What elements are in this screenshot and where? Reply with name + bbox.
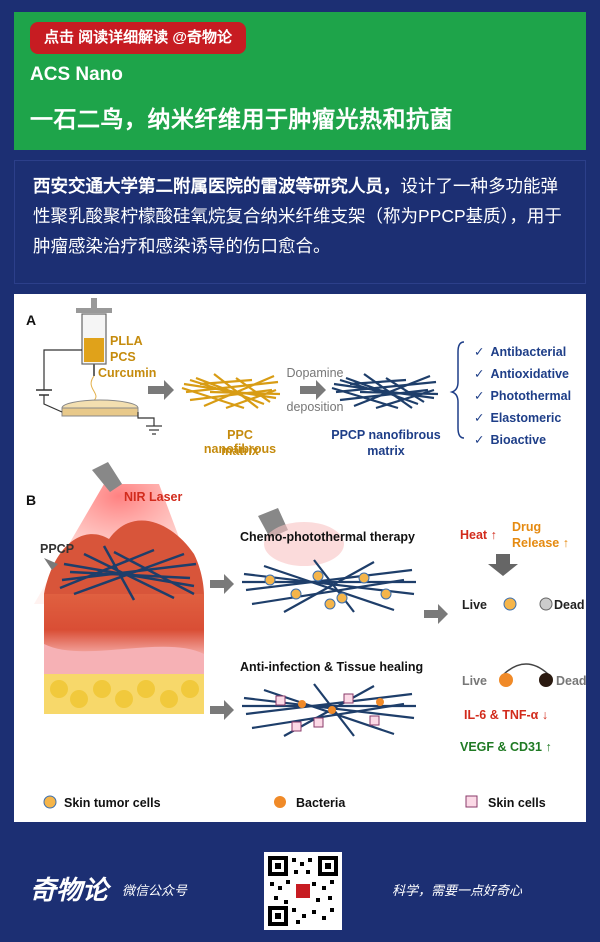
figure-drawing [34,298,553,809]
syringe-line-3: Curcumin [98,366,157,380]
property-list: ✓Antibacterial ✓Antioxidative ✓Photother… [474,344,571,454]
vegf-label: VEGF & CD31 ↑ [460,740,552,754]
arrow-icon [210,574,234,594]
healing-mesh [242,683,416,737]
slogan: 科学，需要一点好奇心 [392,884,523,899]
brand-subtitle: 微信公众号 [122,884,188,899]
laser-label: NIR Laser [124,490,183,504]
legend-skin: Skin cells [488,796,546,810]
live-label: Live [462,598,488,612]
intro-box: 西安交通大学第二附属医院的雷波等研究人员，设计了一种多功能弹性聚乳酸聚柠檬酸硅氧… [14,160,586,284]
brand-logo: 奇物论 [30,876,109,906]
syringe-line-2: PCS [110,350,136,364]
drug-label-2: Release ↑ [512,536,569,550]
page-title: 一石二鸟，纳米纤维用于肿瘤光热和抗菌 [30,106,453,132]
intro-text: 设计了一种多功能弹性聚乳酸聚柠檬酸硅氧烷复合纳米纤维支架（称为PPCP基质），用… [33,176,562,256]
il6-label: IL-6 & TNF-α ↓ [464,708,549,722]
syringe-line-1: PLLA [110,334,143,348]
skin-cell-icon [465,795,478,808]
arrow-icon [300,380,326,400]
legend-tumor: Skin tumor cells [64,796,161,810]
arrow-icon [210,700,234,720]
live-label-2: Live [462,674,488,688]
arrow-icon [148,380,174,400]
property-item: ✓Photothermal [474,389,572,403]
dead-bacteria-icon [539,673,553,687]
panel-b-label: B [26,492,37,508]
ppc-label-2: matrix [221,444,259,458]
dead-label-2: Dead [556,674,587,688]
figure-panel: A PLLA PCS Curcumin PPC nanofibrous matr… [14,294,587,822]
pointer-icon [44,558,58,570]
journal-name: ACS Nano [30,64,123,85]
property-item: ✓Elastomeric [474,411,562,425]
property-item: ✓Antioxidative [474,367,569,381]
ppcp-tag: PPCP [40,542,75,556]
bacteria-icon [274,796,286,808]
chemo-mesh [242,508,416,613]
process-line-1: Dopamine [286,366,344,380]
ppcp-label-2: matrix [367,444,405,458]
dead-cell-icon [539,597,553,611]
live-bacteria-icon [499,673,513,687]
legend-bacteria: Bacteria [296,796,346,810]
ppc-fibers [181,373,281,410]
therapy-1-label: Chemo-photothermal therapy [240,530,416,544]
qr-code-icon [268,856,338,926]
property-item: ✓Antibacterial [474,345,567,359]
tumor-cell-icon [43,795,57,809]
qr-code[interactable] [264,852,342,930]
read-more-tag[interactable]: 点击 阅读详细解读 @奇物论 [30,22,246,54]
heat-label: Heat ↑ [460,528,497,542]
down-arrow-icon [488,554,518,576]
therapy-2-label: Anti-infection & Tissue healing [240,660,424,674]
ppcp-fibers [331,373,439,410]
arrow-icon [424,604,448,624]
panel-a-label: A [26,312,37,328]
property-item: ✓Bioactive [474,433,547,447]
ppcp-label-1: PPCP nanofibrous [331,428,441,442]
process-line-2: deposition [286,400,344,414]
tissue-illustration [34,462,204,714]
dead-label: Dead [554,598,585,612]
ppc-label-1: PPC nanofibrous [203,428,277,456]
drug-label-1: Drug [512,520,542,534]
intro-bold: 西安交通大学第二附属医院的雷波等研究人员， [33,176,401,196]
live-cell-icon [503,597,517,611]
syringe-icon [36,298,162,435]
